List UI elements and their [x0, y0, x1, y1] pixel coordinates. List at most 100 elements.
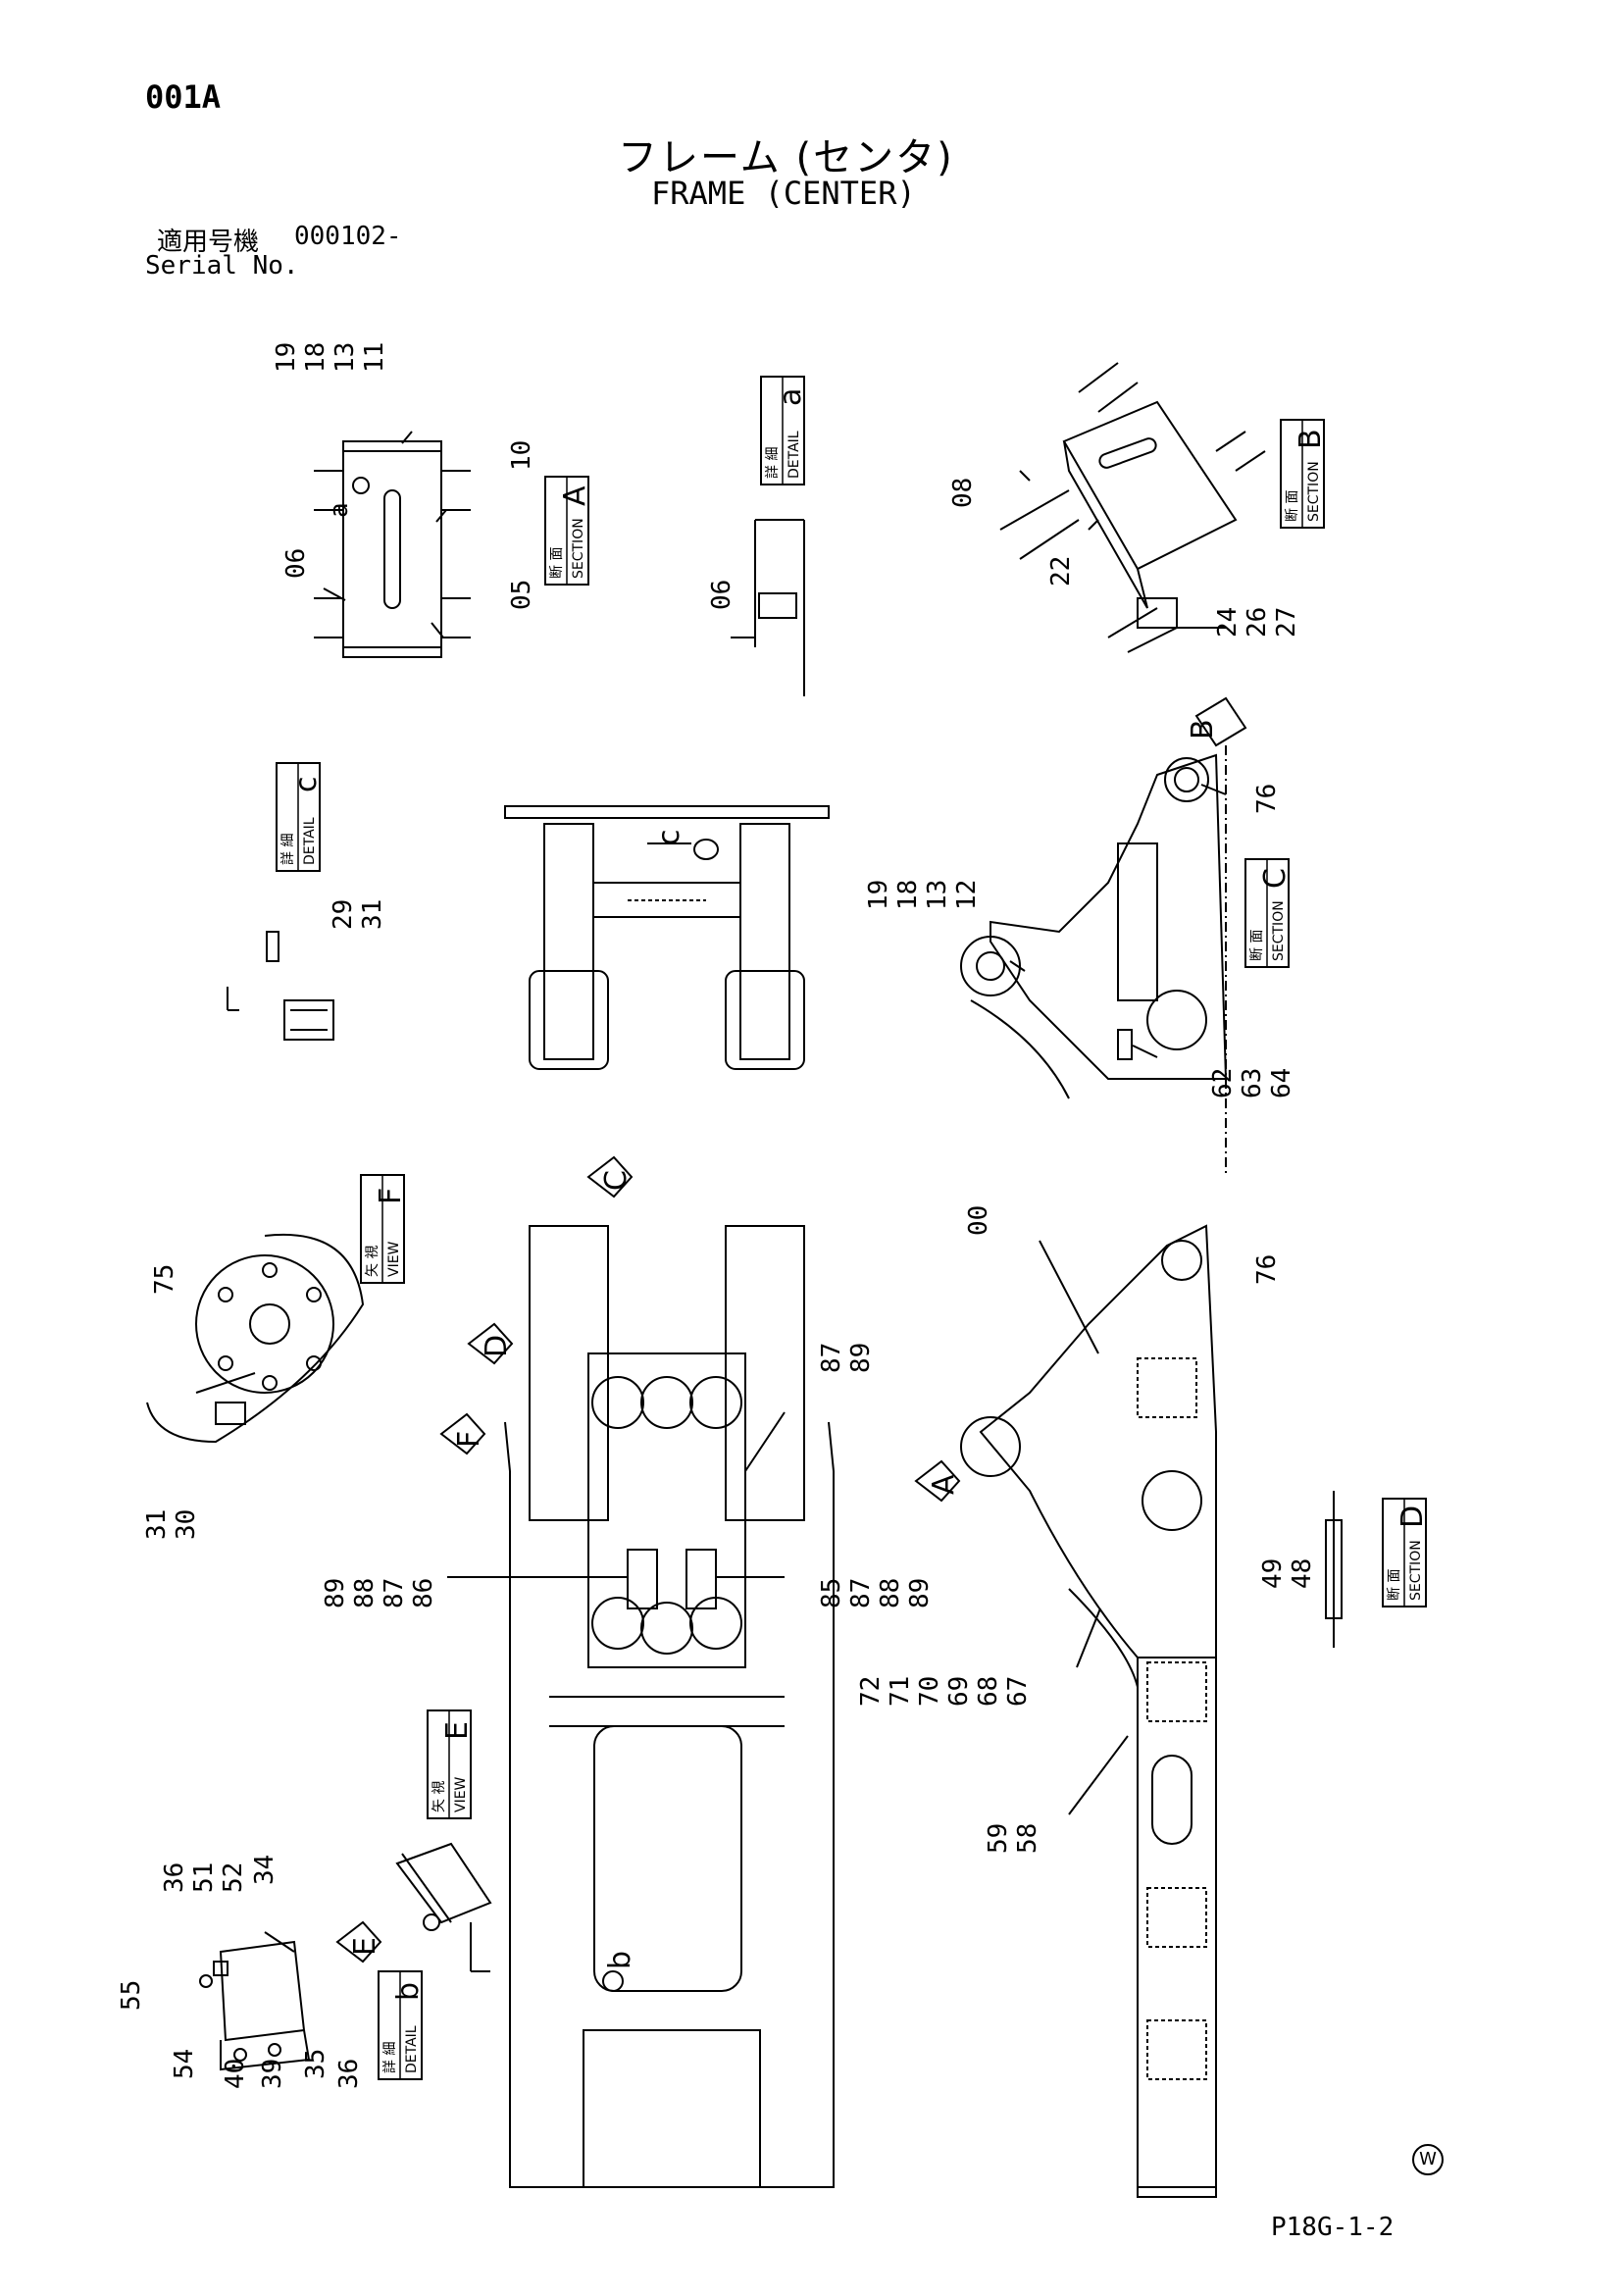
svg-text:断 面: 断 面	[1285, 490, 1300, 522]
part-number: 39	[258, 2059, 287, 2089]
section-c-tag: 断 面 SECTION C	[1244, 858, 1293, 968]
detail-c-tag: 詳 細 DETAIL c	[276, 762, 324, 872]
part-number: 54	[170, 2049, 199, 2079]
svg-text:詳 細: 詳 細	[765, 447, 781, 479]
serial-label-japanese: 適用号機	[157, 228, 260, 257]
svg-text:B: B	[1294, 429, 1328, 449]
svg-text:A: A	[927, 1474, 961, 1495]
callout-b: b	[603, 1951, 637, 1969]
part-number: 06	[707, 580, 736, 610]
view-f-tag: 矢 視 VIEW F	[360, 1174, 408, 1284]
part-number: 00	[964, 1205, 993, 1236]
part-number: 85878889	[817, 1578, 935, 1608]
part-number: 5958	[984, 1823, 1042, 1854]
part-number: 242627	[1213, 607, 1301, 638]
svg-text:C: C	[1258, 868, 1293, 889]
detail-b-tag: 詳 細 DETAIL b	[378, 1970, 426, 2080]
title-english: FRAME (CENTER)	[651, 175, 916, 212]
callout-a: a	[325, 502, 354, 518]
part-number: 4948	[1258, 1558, 1317, 1589]
part-number: 08	[948, 478, 978, 508]
part-number: 727170696867	[856, 1676, 1033, 1707]
front-frame-top-view	[504, 805, 830, 1070]
detail-a-view	[731, 519, 805, 696]
svg-text:b: b	[391, 1982, 426, 2001]
svg-text:矢 視: 矢 視	[365, 1246, 381, 1277]
detail-a-tag: 詳 細 DETAIL a	[760, 376, 808, 485]
part-number: 06	[281, 548, 311, 579]
section-b-tag: 断 面 SECTION B	[1280, 419, 1328, 529]
part-number: 19181311	[272, 342, 389, 373]
part-number: 34	[250, 1855, 279, 1885]
page-id: 001A	[145, 78, 222, 116]
svg-text:D: D	[480, 1335, 514, 1357]
part-number: 10	[507, 440, 536, 471]
detail-b-view	[199, 1931, 311, 2071]
svg-text:c: c	[289, 777, 324, 793]
side-view-lower	[960, 1224, 1217, 2198]
svg-text:SECTION: SECTION	[1408, 1540, 1424, 1601]
svg-text:詳 細: 詳 細	[280, 834, 296, 865]
part-number: 19181312	[864, 880, 982, 910]
arrow-b: B	[1186, 696, 1247, 747]
main-frame-top-view	[504, 1225, 835, 2188]
svg-text:断 面: 断 面	[549, 547, 565, 579]
arrow-d: D	[467, 1322, 514, 1365]
svg-text:E: E	[440, 1721, 475, 1740]
part-number: 22	[1046, 556, 1076, 587]
svg-text:DETAIL: DETAIL	[404, 2025, 420, 2073]
svg-text:F: F	[452, 1431, 486, 1448]
svg-text:DETAIL: DETAIL	[787, 431, 802, 479]
svg-text:断 面: 断 面	[1249, 930, 1265, 961]
part-number: 3130	[142, 1509, 201, 1540]
serial-value: 000102-	[294, 222, 402, 251]
part-number: 365152	[160, 1862, 248, 1893]
svg-text:B: B	[1186, 719, 1220, 740]
title-japanese: フレーム (センタ)	[618, 135, 954, 180]
side-view-upper	[960, 745, 1228, 1177]
svg-text:SECTION: SECTION	[571, 518, 586, 579]
svg-text:C: C	[599, 1170, 634, 1191]
svg-text:D: D	[1396, 1505, 1430, 1528]
section-d-view	[1325, 1491, 1343, 1648]
part-number: 2931	[329, 899, 387, 930]
arrow-e: E	[335, 1920, 382, 1964]
view-e-tag: 矢 視 VIEW E	[427, 1709, 475, 1819]
svg-text:詳 細: 詳 細	[382, 2042, 398, 2073]
svg-text:SECTION: SECTION	[1271, 900, 1287, 961]
view-e-drawing	[395, 1842, 492, 1972]
svg-text:a: a	[774, 388, 808, 406]
part-number: 36	[334, 2059, 364, 2089]
view-f-drawing	[146, 1233, 365, 1444]
part-number: 89888786	[321, 1578, 438, 1608]
part-number: 55	[117, 1980, 146, 2011]
svg-text:A: A	[558, 485, 592, 506]
section-a-view	[314, 431, 471, 658]
part-number: 35	[301, 2049, 330, 2079]
part-number: 8789	[817, 1343, 876, 1373]
svg-text:VIEW: VIEW	[453, 1776, 469, 1812]
arrow-a: A	[914, 1459, 961, 1503]
svg-text:矢 視: 矢 視	[431, 1781, 447, 1812]
part-number: 40	[221, 2059, 250, 2089]
part-number: 626364	[1208, 1068, 1296, 1098]
main-leaders	[447, 1411, 786, 1578]
page-code: P18G-1-2	[1271, 2213, 1395, 2242]
part-number: 76	[1252, 784, 1282, 814]
callout-c: c	[652, 830, 686, 846]
arrow-c: C	[586, 1155, 634, 1199]
svg-text:断 面: 断 面	[1387, 1569, 1402, 1601]
svg-text:DETAIL: DETAIL	[302, 817, 318, 865]
section-d-tag: 断 面 SECTION D	[1382, 1498, 1430, 1607]
detail-c-view	[227, 931, 334, 1041]
part-number: 76	[1252, 1254, 1282, 1285]
svg-text:E: E	[348, 1937, 382, 1956]
serial-label-english: Serial No.	[145, 251, 299, 281]
w-mark: W	[1412, 2144, 1444, 2175]
svg-text:VIEW: VIEW	[386, 1241, 402, 1277]
part-number: 05	[507, 580, 536, 610]
section-b-view	[999, 362, 1266, 653]
section-a-tag: 断 面 SECTION A	[544, 476, 592, 586]
svg-text:F: F	[374, 1188, 408, 1204]
